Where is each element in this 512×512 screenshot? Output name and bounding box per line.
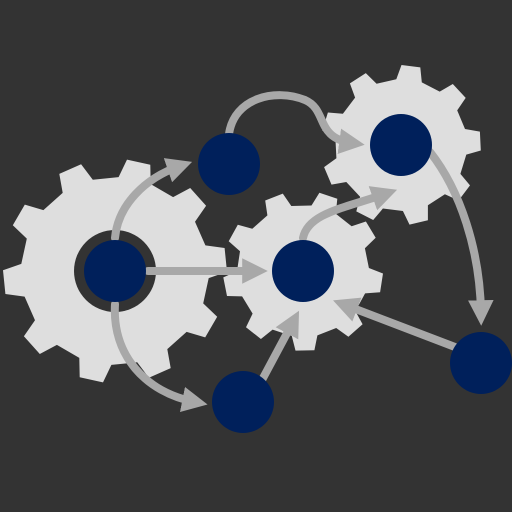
node-icon: [212, 371, 274, 433]
node-icon: [272, 240, 334, 302]
nodes-layer: [84, 114, 512, 433]
arrow-icon: [426, 148, 494, 326]
arrow-icon: [110, 300, 208, 413]
node-icon: [198, 133, 260, 195]
arrows-layer: [110, 91, 494, 413]
arrow-icon: [111, 158, 193, 242]
node-icon: [450, 332, 512, 394]
arrow-icon: [258, 310, 300, 384]
arrow-icon: [333, 297, 459, 351]
arrow-icon: [299, 186, 398, 242]
arrow-icon: [225, 91, 365, 154]
node-icon: [370, 114, 432, 176]
node-icon: [84, 240, 146, 302]
